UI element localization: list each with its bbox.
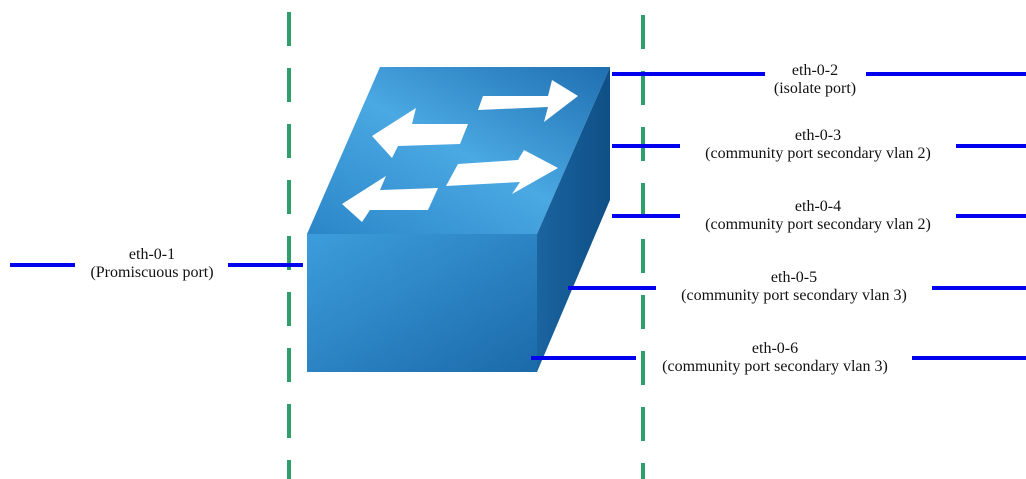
- port-label-eth-0-6: eth-0-6 (community port secondary vlan 3…: [662, 340, 888, 376]
- port-label-eth-0-1: eth-0-1 (Promiscuous port): [90, 246, 213, 282]
- switch-side-face: [537, 67, 610, 372]
- port-name: eth-0-6: [751, 340, 799, 357]
- port-name: eth-0-3: [794, 127, 842, 144]
- port-name: eth-0-2: [791, 62, 839, 79]
- port-links: [10, 72, 1026, 360]
- port-role: (community port secondary vlan 2): [705, 145, 931, 162]
- port-name: eth-0-1: [128, 246, 176, 263]
- arrow-left-icon: [342, 176, 438, 222]
- port-name: eth-0-5: [770, 269, 818, 286]
- port-label-eth-0-3: eth-0-3 (community port secondary vlan 2…: [705, 127, 931, 163]
- port-role: (community port secondary vlan 3): [681, 287, 907, 304]
- port-label-eth-0-2: eth-0-2 (isolate port): [774, 62, 856, 98]
- port-name: eth-0-4: [794, 198, 842, 215]
- port-role: (community port secondary vlan 2): [705, 216, 931, 233]
- port-label-eth-0-5: eth-0-5 (community port secondary vlan 3…: [681, 269, 907, 305]
- port-role: (isolate port): [773, 80, 857, 97]
- arrow-right-icon: [478, 80, 578, 122]
- network-switch-icon: [307, 67, 610, 372]
- arrow-left-icon: [372, 108, 468, 158]
- port-role: (community port secondary vlan 3): [662, 358, 888, 375]
- port-label-eth-0-4: eth-0-4 (community port secondary vlan 2…: [705, 198, 931, 234]
- switch-front-face: [307, 234, 537, 372]
- port-role: (Promiscuous port): [90, 264, 214, 281]
- arrow-right-icon: [446, 150, 558, 194]
